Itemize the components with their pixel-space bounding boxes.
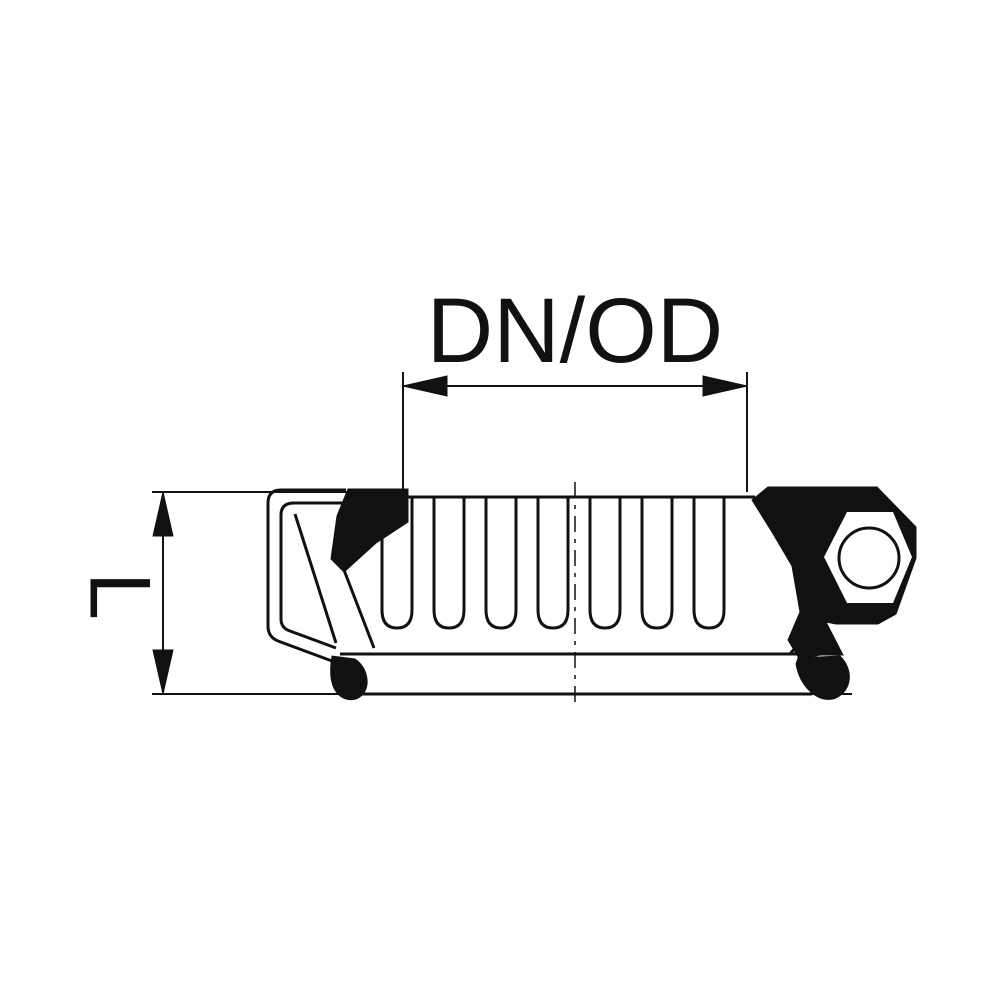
- gasket-upper-left: [330, 488, 409, 573]
- left-clamp-outer-profile: [266, 488, 346, 663]
- body-left-diagonal: [342, 569, 376, 649]
- dnod-arrow-right-icon: [702, 375, 748, 397]
- coupling-cross-section: [266, 482, 917, 708]
- l-dimension: L: [71, 491, 852, 695]
- corrugation-rib: [432, 497, 466, 630]
- gasket-lower-left: [330, 655, 368, 701]
- right-end-cap: [751, 486, 917, 661]
- corrugation-rib: [380, 497, 414, 630]
- corrugation-rib: [640, 497, 674, 630]
- l-dimension-label: L: [71, 572, 167, 620]
- gasket-lower-right: [795, 655, 850, 700]
- corrugation-rib: [588, 497, 622, 630]
- corrugation-rib: [484, 497, 518, 630]
- corrugated-sleeve: [380, 495, 755, 630]
- corrugation-rib: [536, 497, 570, 630]
- corrugation-rib: [692, 497, 726, 630]
- locking-pin-circle: [837, 526, 901, 590]
- dnod-dimension: DN/OD: [402, 280, 748, 497]
- left-clamp-band: [293, 513, 338, 644]
- l-arrow-bottom-icon: [152, 649, 174, 695]
- l-arrow-top-icon: [152, 491, 174, 537]
- left-clamp-inner-profile: [279, 501, 346, 650]
- left-clamp-bracket: [266, 488, 346, 663]
- dnod-dimension-label: DN/OD: [427, 280, 723, 382]
- dnod-arrow-left-icon: [402, 375, 448, 397]
